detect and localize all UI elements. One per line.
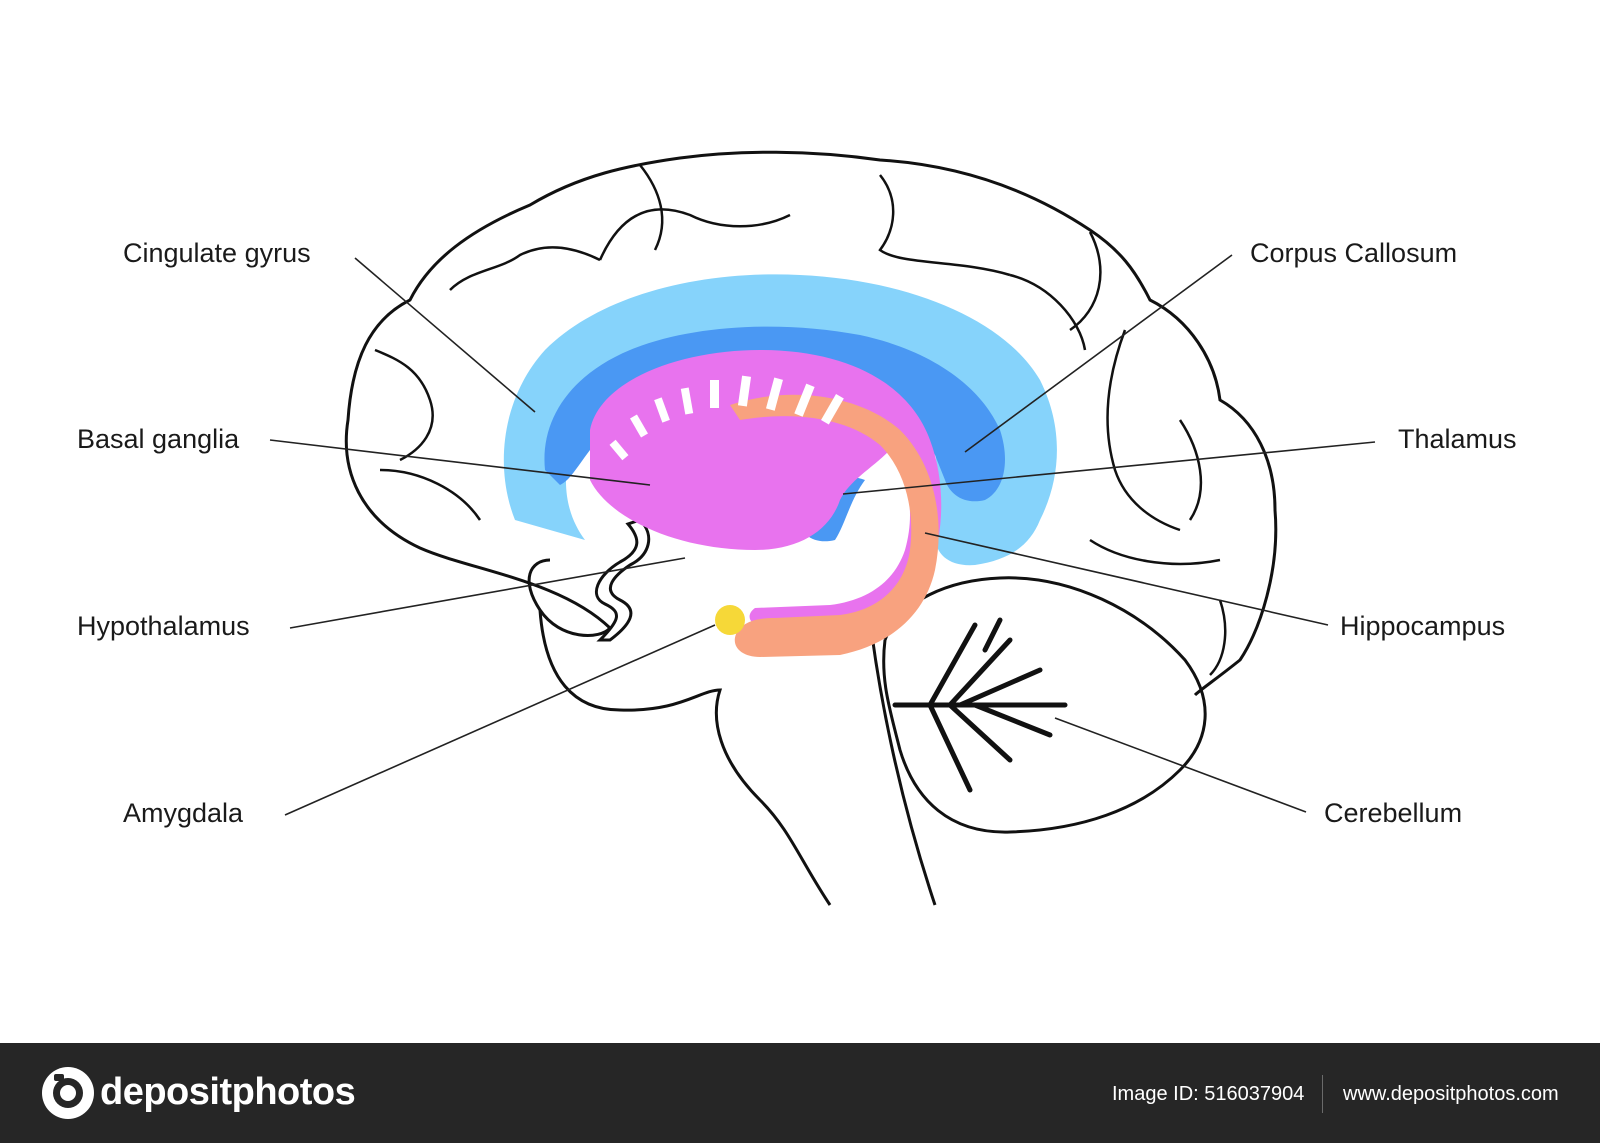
cerebrum-outline — [344, 150, 1278, 697]
leader-line-hippocampus — [924, 532, 1329, 626]
footer-bar: depositphotos Image ID: 516037904 www.de… — [0, 1043, 1600, 1143]
label-cingulate-gyrus: Cingulate gyrus — [123, 238, 311, 268]
leader-line-cingulate-gyrus — [354, 257, 536, 413]
footer-divider — [1322, 1075, 1323, 1113]
amygdala-region — [715, 605, 745, 635]
label-hippocampus: Hippocampus — [1340, 611, 1506, 641]
brainstem-outline — [538, 609, 937, 906]
leader-line-amygdala — [284, 624, 716, 816]
arbor-vitae — [892, 617, 1068, 793]
gyri-lines — [374, 164, 1227, 676]
label-cerebellum: Cerebellum — [1324, 798, 1463, 828]
site-url-link[interactable]: www.depositphotos.com — [1343, 1083, 1559, 1105]
hypothalamus-outline — [594, 518, 651, 642]
leader-line-hypothalamus — [289, 557, 686, 629]
camera-icon — [40, 1065, 96, 1126]
striatum-stripes — [609, 375, 844, 461]
label-corpus-callosum: Corpus Callosum — [1250, 238, 1458, 268]
leader-line-cerebellum — [1054, 717, 1307, 813]
leader-line-thalamus — [842, 441, 1376, 495]
limbic-system-diagram — [269, 150, 1376, 906]
basal-ganglia-region — [590, 350, 942, 625]
logo-text[interactable]: depositphotos — [100, 1071, 356, 1113]
hippocampus-region — [730, 394, 939, 657]
leader-line-basal-ganglia — [269, 439, 651, 486]
image-id: Image ID: 516037904 — [1112, 1083, 1305, 1105]
label-thalamus: Thalamus — [1398, 424, 1517, 454]
cerebellum-outline — [882, 576, 1207, 834]
label-hypothalamus: Hypothalamus — [77, 611, 250, 641]
leader-lines — [269, 254, 1376, 816]
label-basal-ganglia: Basal ganglia — [77, 424, 240, 454]
leader-line-corpus-callosum — [964, 254, 1233, 453]
label-amygdala: Amygdala — [123, 798, 244, 828]
